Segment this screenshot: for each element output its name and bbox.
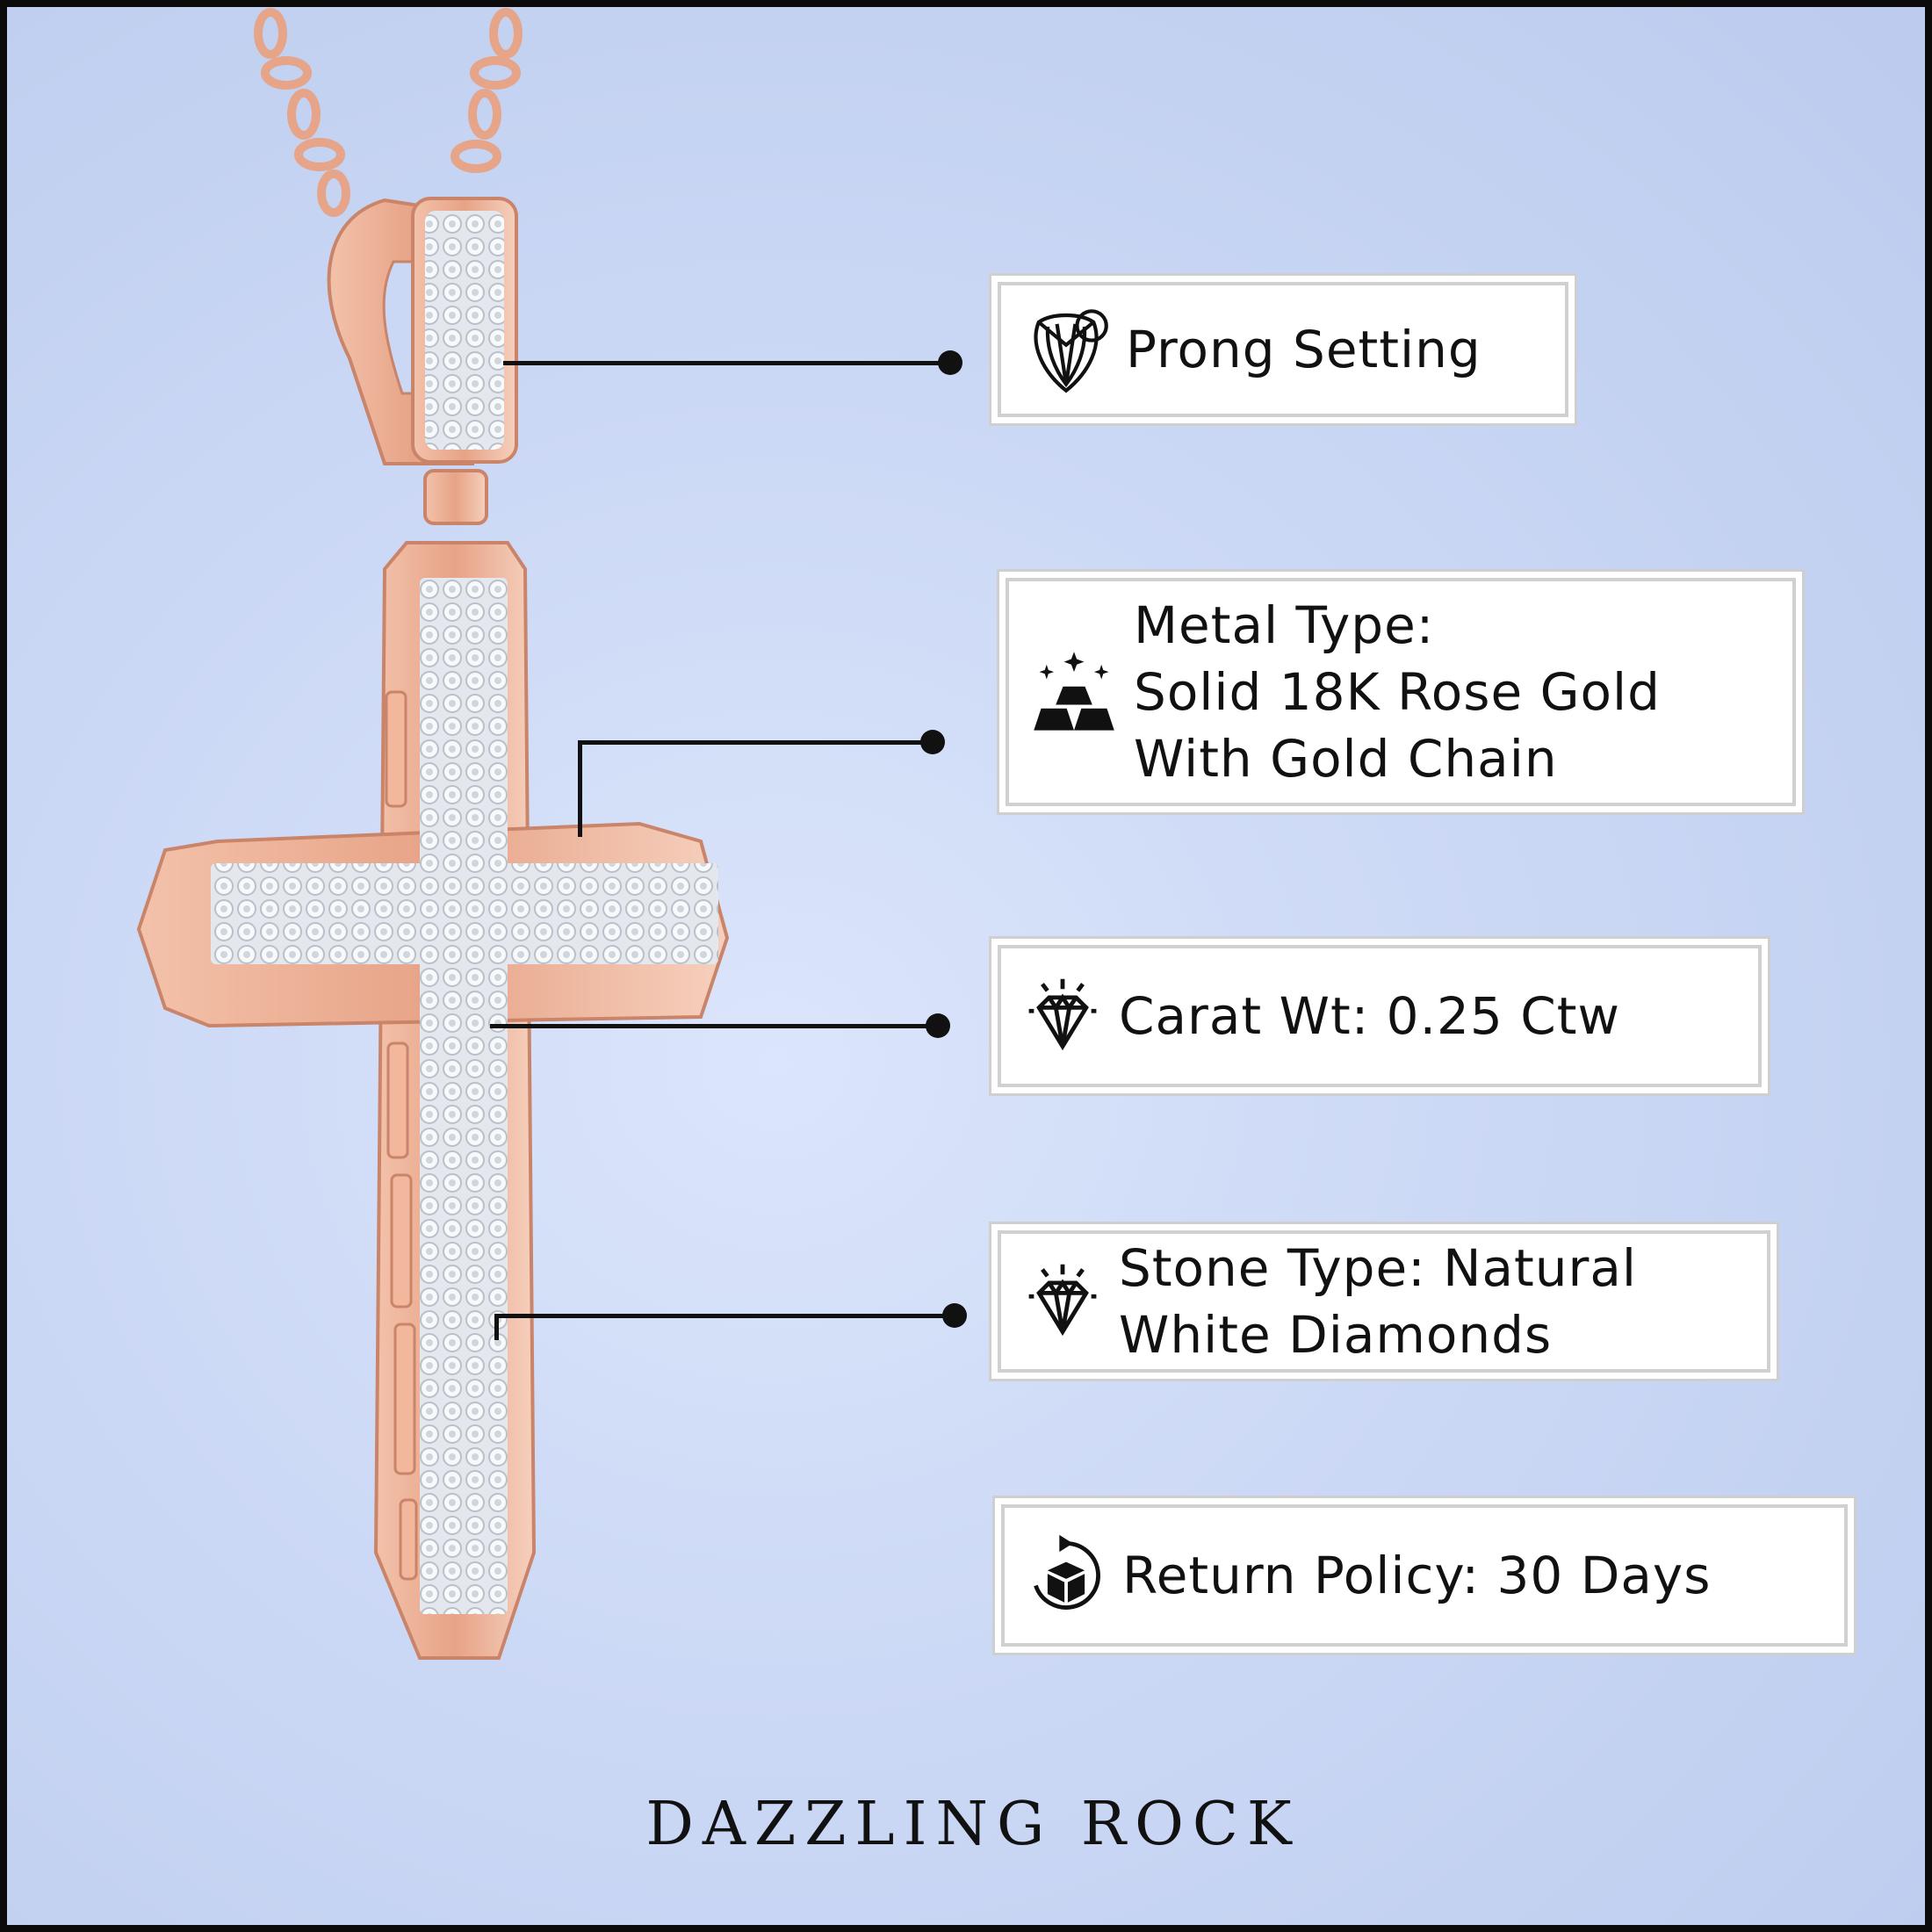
feature-line: Stone Type: Natural	[1119, 1238, 1638, 1298]
feature-text: Carat Wt: 0.25 Ctw	[1119, 983, 1620, 1049]
feature-line: With Gold Chain	[1134, 729, 1558, 789]
feature-line: Carat Wt: 0.25 Ctw	[1119, 986, 1620, 1046]
feature-text: Prong Setting	[1126, 316, 1481, 383]
feature-line: Return Policy: 30 Days	[1122, 1546, 1712, 1605]
cross-pendant-image	[136, 8, 730, 1660]
feature-metal-type: Metal Type: Solid 18K Rose Gold With Gol…	[1006, 578, 1796, 806]
leader-line-carat	[490, 1024, 938, 1028]
leader-dot-metal	[920, 730, 945, 754]
prong-setting-icon	[1020, 304, 1112, 395]
feature-prong-setting: Prong Setting	[998, 282, 1568, 417]
leader-dot-carat	[926, 1013, 950, 1038]
feature-return-policy: Return Policy: 30 Days	[1001, 1504, 1848, 1647]
feature-text: Return Policy: 30 Days	[1122, 1542, 1711, 1609]
feature-stone-type: Stone Type: Natural White Diamonds	[998, 1230, 1770, 1373]
leader-line-metal	[578, 740, 938, 745]
bail	[327, 197, 518, 525]
leader-line-metal-vertical	[578, 740, 582, 837]
feature-line: White Diamonds	[1119, 1305, 1553, 1365]
feature-line: Prong Setting	[1126, 320, 1481, 379]
leader-line-prong	[503, 361, 951, 365]
feature-line: Solid 18K Rose Gold	[1134, 662, 1661, 722]
leader-dot-stone	[942, 1303, 967, 1328]
return-box-icon	[1024, 1533, 1108, 1618]
gold-bars-icon	[1028, 646, 1120, 738]
diamond-icon	[1020, 974, 1105, 1058]
cross	[136, 541, 730, 1660]
chain	[254, 8, 523, 217]
feature-text: Stone Type: Natural White Diamonds	[1119, 1235, 1637, 1368]
feature-text: Metal Type: Solid 18K Rose Gold With Gol…	[1134, 592, 1661, 792]
leader-line-stone	[494, 1314, 951, 1318]
leader-line-stone-vertical	[494, 1314, 499, 1340]
diamond-icon	[1020, 1259, 1105, 1344]
leader-dot-prong	[938, 350, 962, 375]
feature-carat-weight: Carat Wt: 0.25 Ctw	[998, 945, 1762, 1087]
feature-line: Metal Type:	[1134, 595, 1435, 655]
brand-logo: DAZZLING ROCK	[645, 1790, 1301, 1859]
